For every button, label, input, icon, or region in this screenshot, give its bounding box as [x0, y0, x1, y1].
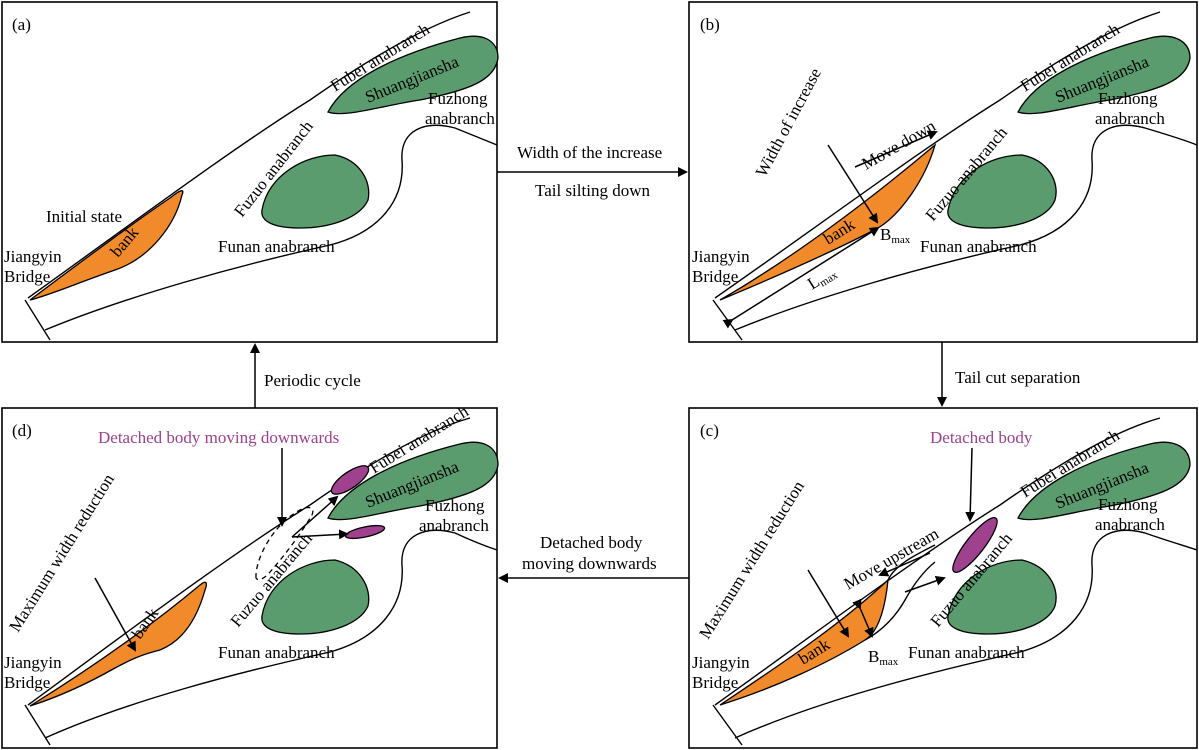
panel-d: (d) bank Detached body moving downwards … [1, 401, 499, 749]
bridge-line [712, 704, 743, 746]
detached-moving-arrow [291, 529, 349, 540]
dashed-outline [255, 506, 314, 581]
south-bank-line [734, 529, 1198, 739]
funan-island [261, 559, 370, 635]
panel-b: (b) bank Width of increase Move down Lma… [688, 1, 1198, 343]
fuzhong-label-line2: anabranch [1095, 515, 1165, 534]
bridge-label-line1: Jiangyin [4, 653, 62, 672]
panel-a-label: (a) [12, 15, 31, 34]
shuangjiansha-island [327, 441, 499, 521]
funan-label: Funan anabranch [218, 237, 335, 256]
panel-c-label: (c) [700, 421, 719, 440]
fuzhong-label-line1: Fuzhong [425, 496, 485, 515]
detached-body-label: Detached body [930, 428, 1033, 447]
bridge-label-line1: Jiangyin [692, 247, 750, 266]
bridge-label-line1: Jiangyin [4, 247, 62, 266]
width-increase-arrow [827, 144, 879, 224]
fuzhong-label-line1: Fuzhong [1098, 495, 1158, 514]
north-bank-line [27, 11, 471, 299]
transition-b-to-c-label: Tail cut separation [955, 368, 1081, 387]
south-bank-line [44, 529, 498, 739]
south-bank-line [44, 124, 498, 331]
funan-label: Funan anabranch [908, 643, 1025, 662]
funan-label: Funan anabranch [218, 643, 335, 662]
move-downstream-arrow [904, 575, 946, 593]
detached-moving-arrow [291, 495, 339, 538]
detached-body-arrow [965, 447, 976, 522]
panel-b-label: (b) [700, 15, 720, 34]
detached-moving-label: Detached body moving downwards [98, 428, 339, 447]
shuangjiansha-island [1017, 35, 1191, 115]
bmax-label: Bmax [880, 225, 911, 246]
bmax-arrow [852, 598, 874, 638]
panel-c: (c) bank Detached body Maximum width red… [688, 407, 1198, 749]
bank-body [29, 190, 184, 301]
bridge-line [24, 299, 51, 341]
lmax-arrow [722, 226, 880, 329]
north-bank-line [714, 417, 1161, 706]
fuzhong-label-line1: Fuzhong [1098, 89, 1158, 108]
panel-d-label: (d) [12, 421, 32, 440]
funan-island [947, 154, 1057, 229]
bridge-label-line1: Jiangyin [692, 653, 750, 672]
fuzhong-label-line2: anabranch [419, 516, 489, 535]
max-width-arrow [807, 569, 850, 638]
funan-label: Funan anabranch [920, 237, 1037, 256]
panel-a: (a) bank Initial state Jiangyin Bridge F… [1, 1, 499, 343]
move-down-arrow [854, 130, 938, 168]
funan-island [947, 559, 1057, 635]
north-bank-line [27, 417, 471, 706]
bank-tail-line [887, 544, 936, 581]
shuangjiansha-island [1017, 441, 1191, 521]
bmax-label: Bmax [868, 647, 899, 668]
funan-island [261, 154, 370, 229]
bridge-label-line2: Bridge [692, 673, 738, 692]
bank-tail-line [864, 561, 936, 641]
bridge-label-line2: Bridge [4, 673, 50, 692]
bridge-line [24, 704, 51, 746]
max-width-arrow [94, 577, 136, 652]
transition-a-to-b-bottom: Tail silting down [535, 181, 650, 200]
transition-c-to-d-line1: Detached body [540, 533, 643, 552]
detached-body [330, 465, 370, 495]
transitions: Width of the increase Tail silting down … [250, 143, 1081, 583]
bank-body [29, 581, 207, 707]
transition-c-to-d-line2: moving downwards [522, 554, 657, 573]
transition-a-to-b-top: Width of the increase [517, 143, 662, 162]
fuzhong-label-line1: Fuzhong [428, 89, 488, 108]
detached-body [952, 516, 998, 574]
initial-state-label: Initial state [46, 207, 122, 226]
fuzhong-label-line2: anabranch [425, 109, 495, 128]
move-upstream-arrow [878, 552, 931, 577]
bridge-label-line2: Bridge [4, 267, 50, 286]
shuangjiansha-island [327, 35, 499, 115]
transition-d-to-a-label: Periodic cycle [264, 371, 361, 390]
bank-body [719, 578, 889, 706]
fuzhong-label-line2: anabranch [1095, 109, 1165, 128]
bridge-label-line2: Bridge [692, 267, 738, 286]
